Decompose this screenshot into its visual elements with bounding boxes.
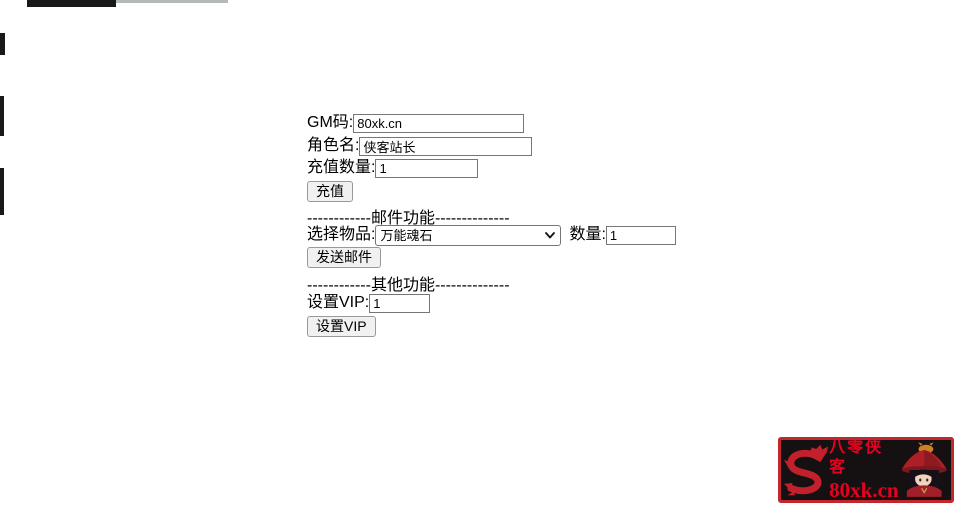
set-vip-row: 设置VIP: [307, 293, 431, 313]
mail-item-row: 选择物品: 万能魂石 数量: [307, 225, 676, 246]
dragon-s-logo-icon [783, 444, 829, 496]
brand-text-block: 八零侠客 80xk.cn [829, 439, 899, 502]
item-select-wrap: 万能魂石 [375, 225, 562, 246]
watermark-brand-plate: 八零侠客 80xk.cn [778, 437, 954, 503]
brand-name-cn: 八零侠客 [829, 439, 884, 476]
recharge-amount-row: 充值数量: [307, 158, 479, 178]
item-select-label: 选择物品: [307, 226, 376, 243]
recharge-amount-label: 充值数量: [307, 159, 376, 176]
role-name-label: 角色名: [307, 137, 360, 154]
recharge-amount-input[interactable] [375, 159, 479, 178]
capture-artifact-top-tail [116, 0, 228, 3]
set-vip-button-row: 设置VIP [307, 316, 376, 337]
gm-code-row: GM码: [307, 113, 525, 133]
charge-button[interactable]: 充值 [307, 181, 353, 202]
capture-artifact-left-edge [0, 33, 5, 55]
role-name-row: 角色名: [307, 136, 533, 156]
swordswoman-mascot-icon [901, 442, 947, 497]
send-mail-button[interactable]: 发送邮件 [307, 247, 381, 268]
other-section-separator: ------------其他功能-------------- [307, 277, 510, 294]
gm-code-input[interactable] [353, 114, 525, 133]
quantity-label: 数量: [569, 226, 606, 243]
gm-code-label: GM码: [307, 114, 354, 131]
role-name-input[interactable] [359, 137, 533, 156]
set-vip-button[interactable]: 设置VIP [307, 316, 376, 337]
capture-artifact-left-edge [0, 168, 4, 215]
capture-artifact-top-bar [27, 0, 116, 7]
send-mail-button-row: 发送邮件 [307, 247, 381, 268]
item-select[interactable]: 万能魂石 [375, 225, 562, 246]
capture-artifact-left-edge [0, 96, 4, 136]
quantity-input[interactable] [605, 226, 676, 245]
mail-section-separator: ------------邮件功能-------------- [307, 210, 510, 227]
brand-domain: 80xk.cn [829, 478, 899, 502]
set-vip-label: 设置VIP: [307, 294, 370, 311]
set-vip-input[interactable] [369, 294, 431, 313]
charge-button-row: 充值 [307, 181, 353, 202]
